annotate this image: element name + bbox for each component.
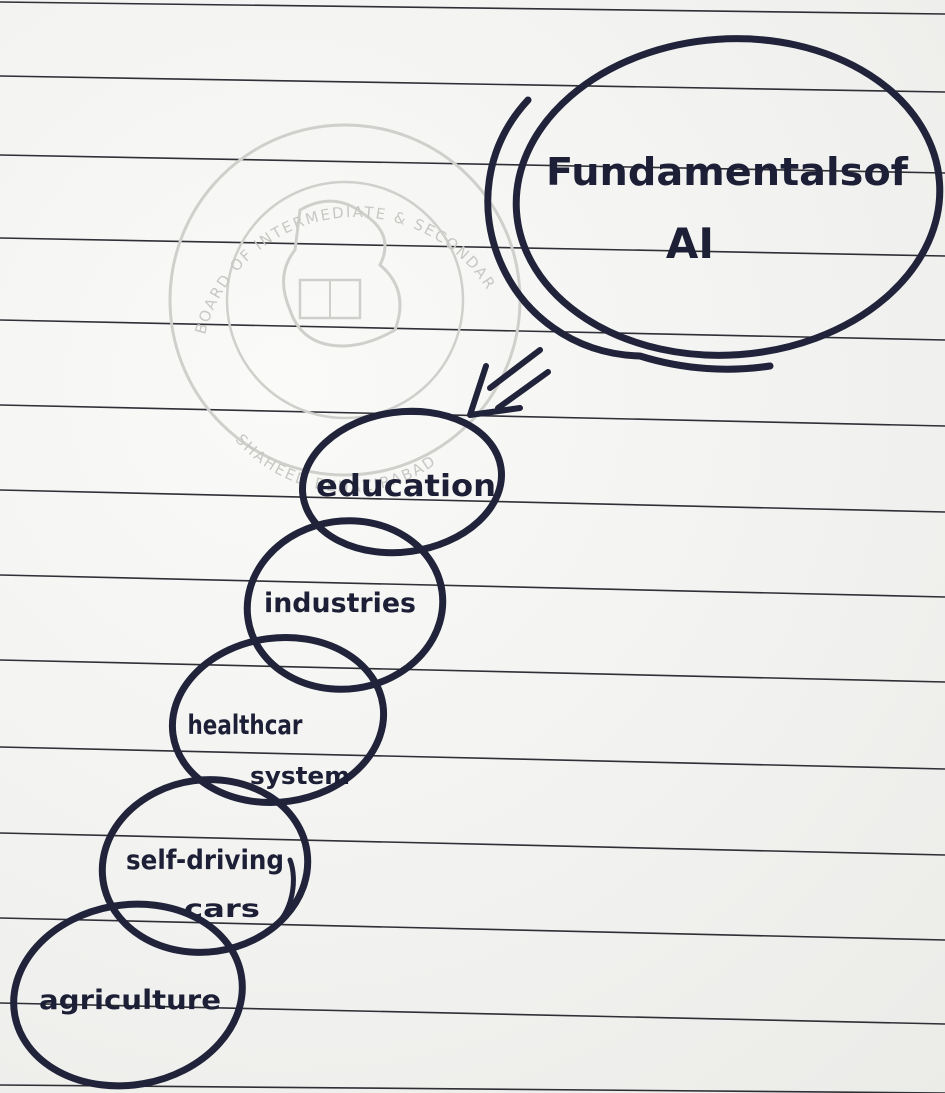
seal-inner-ring <box>225 180 465 420</box>
ruled-line <box>0 489 945 513</box>
seal-text-top-path: BOARD OF INTERMEDIATE & SECONDARY EDUCAT… <box>0 0 497 336</box>
topic-chain: education industries healthcar system se… <box>10 407 506 1090</box>
node-education-label: education <box>316 469 496 504</box>
node-self-driving-cars-flourish <box>269 857 296 931</box>
root-title-line2: AI <box>666 219 714 268</box>
root-node-outer-swoosh <box>484 96 774 373</box>
node-agriculture: agriculture <box>10 900 246 1090</box>
node-education-circle <box>298 407 506 557</box>
node-agriculture-label: agriculture <box>39 985 221 1016</box>
node-industries-label: industries <box>264 588 416 619</box>
ruled-line <box>0 319 945 341</box>
seal-text-top: BOARD OF INTERMEDIATE & SECONDARY EDUCAT… <box>0 0 499 336</box>
watermark-seal: BOARD OF INTERMEDIATE & SECONDARY EDUCAT… <box>0 0 522 496</box>
node-healthcare-system-circle <box>168 633 388 807</box>
ruled-line <box>0 832 945 856</box>
node-education: education <box>298 407 506 557</box>
node-industries-circle <box>243 517 447 693</box>
ruled-line <box>0 1002 945 1025</box>
node-self-driving-cars-circle <box>98 776 312 956</box>
root-title-line1: Fundamentalsof <box>546 150 908 194</box>
node-healthcare-system-line1: healthcar <box>188 710 304 741</box>
root-node-circle <box>512 35 944 359</box>
ruled-line <box>0 574 945 598</box>
node-agriculture-circle <box>10 900 246 1090</box>
arrow-head <box>467 363 523 418</box>
node-self-driving-cars: self-driving cars <box>98 776 312 956</box>
arrow-shaft-upper <box>487 347 543 391</box>
ruled-line <box>0 1 945 15</box>
double-arrow-icon <box>467 347 551 418</box>
arrow-shaft-lower <box>495 369 551 411</box>
ruled-line <box>0 154 945 174</box>
node-industries: industries <box>243 517 447 693</box>
node-healthcare-system-line2: system <box>250 762 350 790</box>
ruled-line <box>0 237 945 257</box>
root-node: Fundamentalsof AI <box>484 35 944 373</box>
ruled-line <box>0 746 945 770</box>
ruled-line <box>0 659 945 683</box>
ruled-line <box>0 75 945 93</box>
seal-map-outline <box>282 199 402 348</box>
ruled-line <box>0 1084 945 1093</box>
node-self-driving-cars-line1: self-driving <box>126 845 284 876</box>
node-healthcare-system: healthcar system <box>168 633 388 807</box>
ruled-line <box>0 917 945 941</box>
